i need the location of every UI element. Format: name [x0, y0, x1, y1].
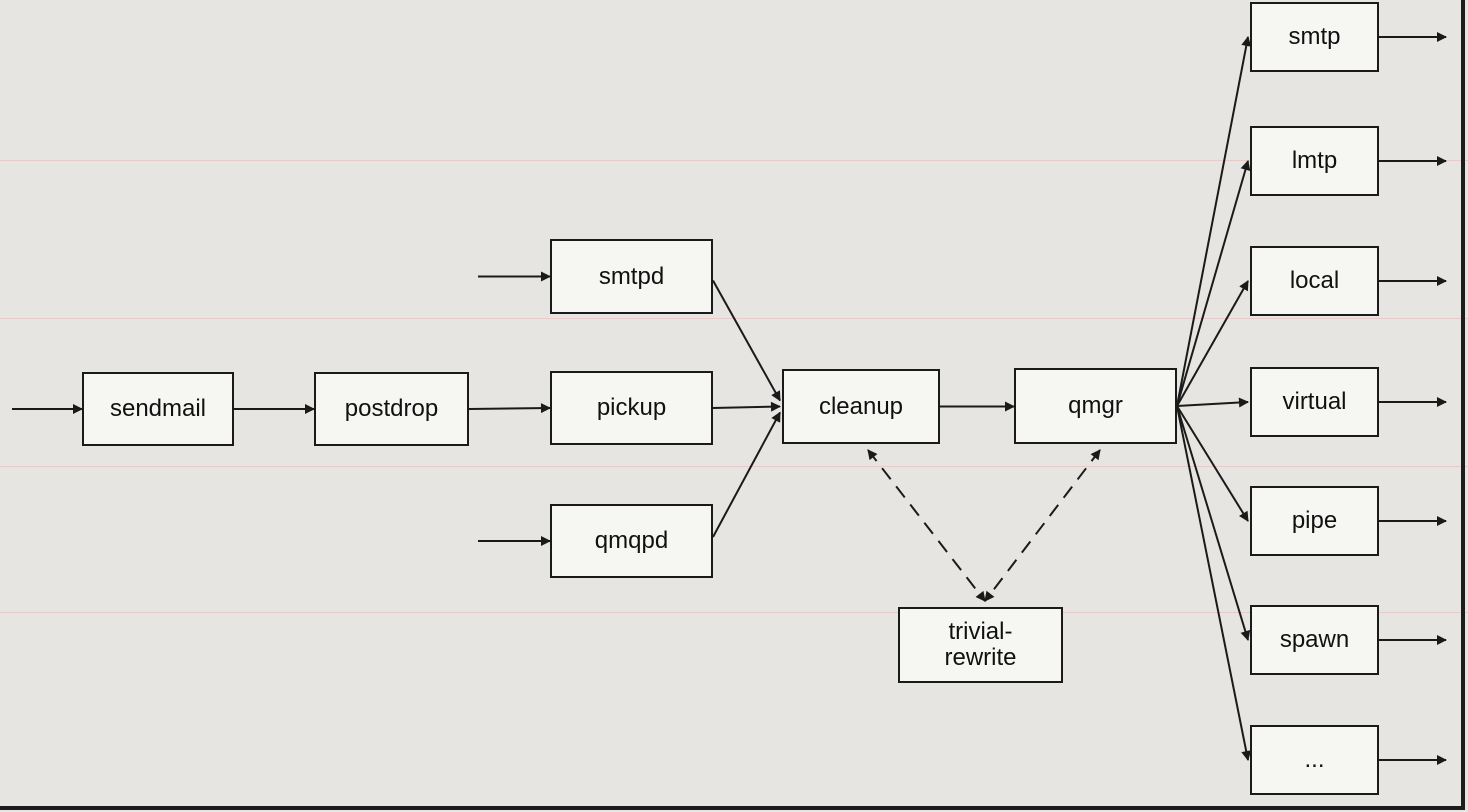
node-sendmail: sendmail — [82, 372, 234, 446]
node-trivial-rewrite: trivial- rewrite — [898, 607, 1063, 683]
edge-qmgr-to-more — [1176, 405, 1252, 761]
edge-pickup-to-cleanup — [712, 401, 781, 412]
edge-qmgr-to-virtual — [1176, 397, 1249, 408]
edge-postdrop-to-pickup — [468, 403, 551, 414]
edge-qmqpd-to-cleanup — [712, 411, 781, 538]
node-lmtp: lmtp — [1250, 126, 1379, 196]
node-postdrop: postdrop — [314, 372, 469, 446]
background-rule — [0, 612, 1468, 613]
edge-qmgr-to-trivial-rewrite — [984, 449, 1101, 602]
edge-qmgr-to-lmtp — [1176, 160, 1251, 407]
node-qmqpd: qmqpd — [550, 504, 713, 578]
node-local: local — [1250, 246, 1379, 316]
edge-smtpd-to-cleanup — [712, 280, 781, 402]
edge-qmgr-to-spawn — [1176, 405, 1251, 641]
edge-cleanup-to-trivial-rewrite — [867, 449, 986, 602]
edge-qmgr-to-smtp — [1176, 36, 1252, 407]
node-smtp: smtp — [1250, 2, 1379, 72]
node-smtpd: smtpd — [550, 239, 713, 314]
background-rule — [0, 160, 1468, 161]
node-spawn: spawn — [1250, 605, 1379, 675]
background-rule — [0, 466, 1468, 467]
node-pipe: pipe — [1250, 486, 1379, 556]
edge-qmgr-to-pipe — [1176, 405, 1249, 522]
edge-qmgr-to-local — [1176, 280, 1249, 407]
node-qmgr: qmgr — [1014, 368, 1177, 444]
node-more: ... — [1250, 725, 1379, 795]
node-virtual: virtual — [1250, 367, 1379, 437]
node-cleanup: cleanup — [782, 369, 940, 444]
node-pickup: pickup — [550, 371, 713, 445]
